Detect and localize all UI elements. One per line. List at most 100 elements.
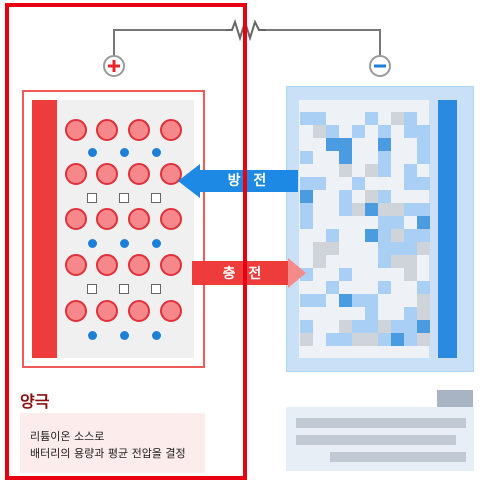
anode-texture-cell (352, 177, 365, 190)
lithium-ion (87, 147, 97, 157)
anode-texture-cell (378, 281, 391, 294)
anode-texture-cell (391, 255, 404, 268)
anode-texture-cell (365, 294, 378, 307)
charge-label: 충 전 (222, 266, 266, 282)
anode-texture-cell (391, 216, 404, 229)
cathode-particle (96, 254, 118, 276)
anode-texture-cell (417, 138, 430, 151)
cathode-particle (65, 163, 87, 185)
lithium-vacancy (151, 193, 161, 203)
anode-texture-cell (391, 320, 404, 333)
anode-texture-cell (417, 320, 430, 333)
anode-texture-cell (313, 112, 326, 125)
cathode-current-collector (32, 100, 57, 358)
anode-texture-cell (300, 333, 313, 346)
anode-texture-cell (326, 242, 339, 255)
anode-texture-cell (404, 242, 417, 255)
anode-texture-cell (378, 333, 391, 346)
anode-texture-cell (404, 255, 417, 268)
anode-texture-cell (313, 255, 326, 268)
anode-texture-cell (404, 125, 417, 138)
anode-texture-cell (417, 125, 430, 138)
minus-terminal-icon (369, 55, 391, 77)
anode-texture-cell (417, 216, 430, 229)
anode-texture-cell (404, 229, 417, 242)
anode-texture-cell (404, 177, 417, 190)
anode-texture-cell (300, 151, 313, 164)
anode-texture-cell (378, 125, 391, 138)
anode-texture-cell (339, 294, 352, 307)
anode-texture-cell (378, 320, 391, 333)
anode-title-obscured (437, 390, 473, 408)
cathode-particle (160, 163, 182, 185)
cathode-particle (96, 208, 118, 230)
anode-texture-cell (404, 112, 417, 125)
circuit-wire-left (113, 29, 115, 56)
anode-texture-cell (326, 138, 339, 151)
anode-texture-cell (352, 203, 365, 216)
cathode-particle (96, 119, 118, 141)
lithium-ion (151, 238, 161, 248)
anode-texture-cell (339, 190, 352, 203)
anode-texture-cell (417, 307, 430, 320)
anode-texture-cell (365, 164, 378, 177)
anode-texture-cell (365, 203, 378, 216)
anode-texture-cell (326, 333, 339, 346)
lithium-ion (119, 147, 129, 157)
cathode-description-line: 리튬이온 소스로 (30, 430, 105, 443)
lithium-vacancy (119, 284, 129, 294)
anode-texture-cell (352, 333, 365, 346)
anode-texture-cell (404, 203, 417, 216)
anode-texture-cell (378, 151, 391, 164)
cathode-particle (160, 208, 182, 230)
lithium-ion (119, 238, 129, 248)
cathode-particle (128, 254, 150, 276)
charge-arrow-icon (192, 258, 306, 288)
cathode-particle (128, 119, 150, 141)
anode-texture-cell (339, 320, 352, 333)
anode-texture-cell (339, 333, 352, 346)
anode-texture-cell (391, 229, 404, 242)
anode-texture-cell (313, 125, 326, 138)
anode-texture-cell (300, 320, 313, 333)
lithium-vacancy (151, 284, 161, 294)
anode-texture-cell (300, 190, 313, 203)
anode-texture-cell (326, 229, 339, 242)
cathode-particle (160, 254, 182, 276)
anode-texture-cell (300, 294, 313, 307)
cathode-particle (65, 254, 87, 276)
cathode-particle (128, 300, 150, 322)
anode-texture-cell (365, 333, 378, 346)
anode-texture-cell (365, 229, 378, 242)
anode-texture-cell (378, 229, 391, 242)
anode-texture-cell (313, 177, 326, 190)
anode-texture-cell (417, 229, 430, 242)
anode-texture-cell (365, 307, 378, 320)
anode-texture-cell (378, 203, 391, 216)
anode-texture-cell (365, 112, 378, 125)
anode-texture-cell (300, 203, 313, 216)
anode-texture-cell (404, 307, 417, 320)
cathode-particle (128, 208, 150, 230)
anode-texture-cell (352, 294, 365, 307)
anode-texture-cell (404, 164, 417, 177)
lithium-ion (87, 330, 97, 340)
lithium-vacancy (119, 193, 129, 203)
anode-texture-cell (365, 320, 378, 333)
plus-terminal-icon (103, 55, 125, 77)
lithium-vacancy (87, 284, 97, 294)
discharge-arrow-icon (178, 164, 298, 198)
anode-texture-cell (417, 333, 430, 346)
anode-texture-cell (391, 203, 404, 216)
anode-texture-cell (391, 242, 404, 255)
anode-texture-cell (378, 242, 391, 255)
anode-texture-cell (378, 164, 391, 177)
lithium-ion (119, 330, 129, 340)
anode-texture-cell (326, 125, 339, 138)
anode-texture-cell (417, 242, 430, 255)
anode-texture-cell (300, 216, 313, 229)
anode-texture-cell (339, 151, 352, 164)
anode-texture-cell (404, 333, 417, 346)
lithium-ion (151, 147, 161, 157)
anode-description-obscured-bar (296, 418, 466, 428)
